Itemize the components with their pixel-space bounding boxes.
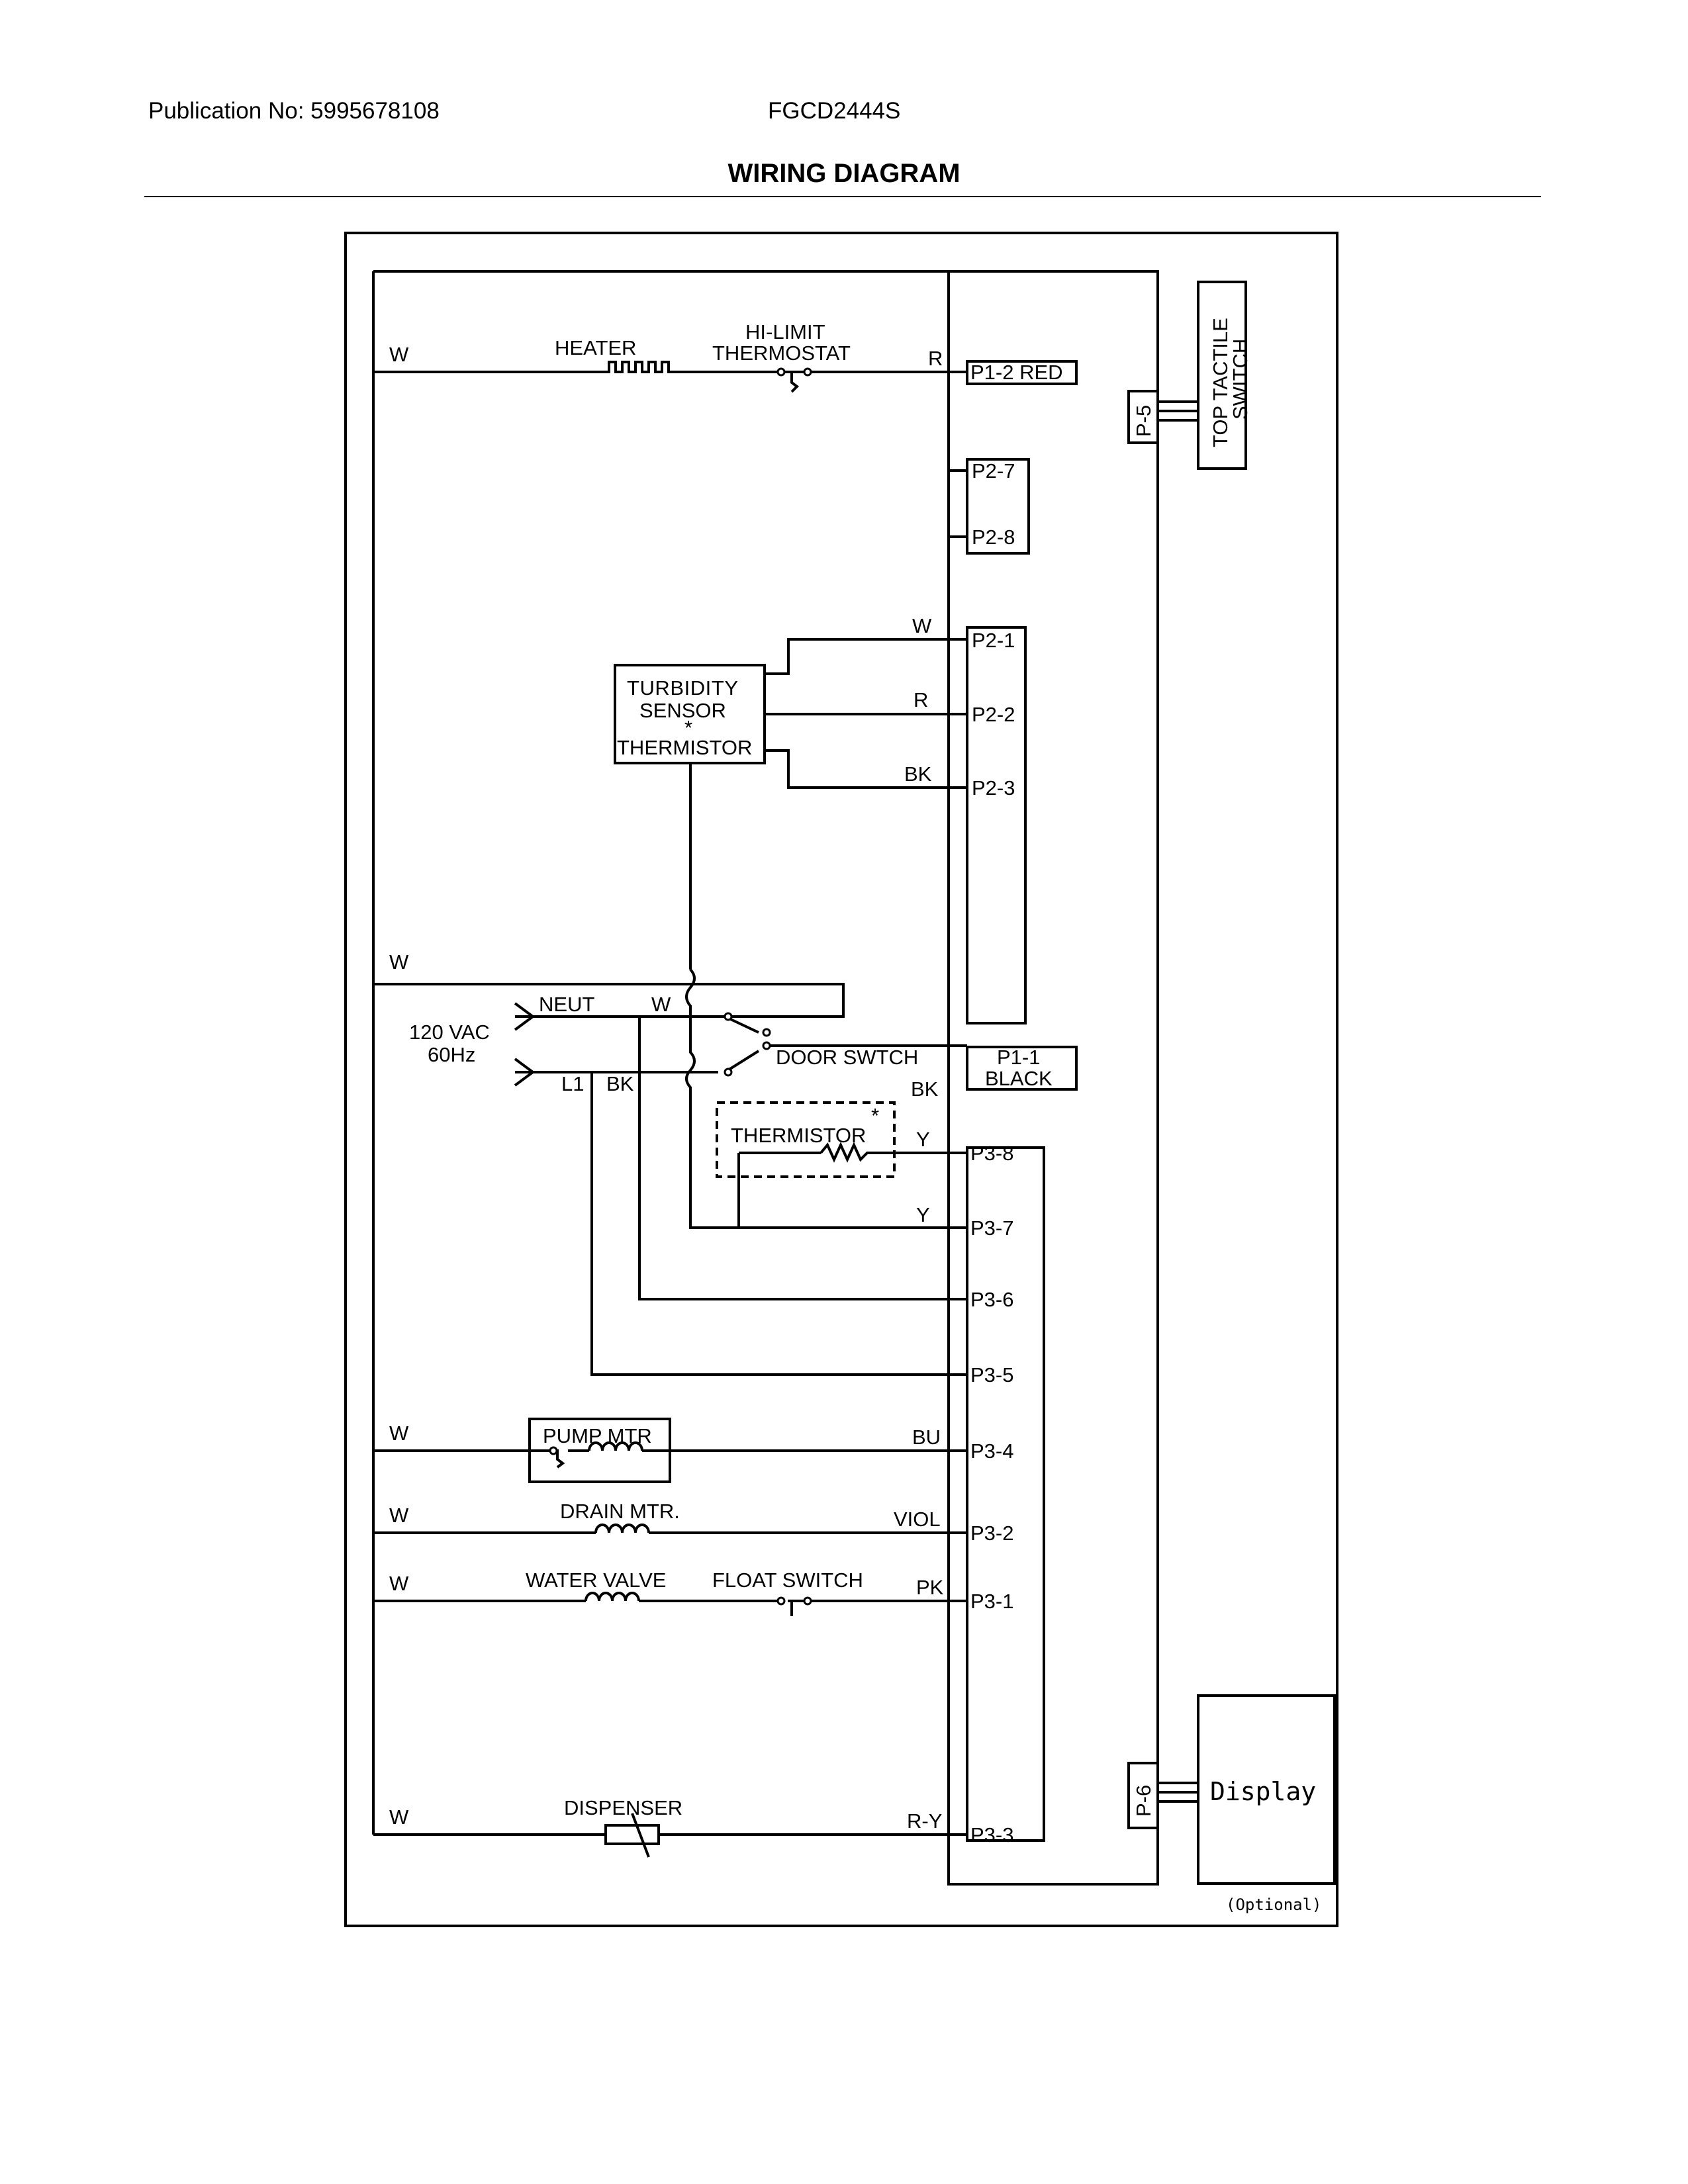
p1-1-black-label: BLACK xyxy=(985,1067,1053,1090)
header-rule xyxy=(144,196,1541,197)
p2-connector xyxy=(966,626,1027,1024)
p2-2-label: P2-2 xyxy=(972,703,1015,726)
p1-1-label: P1-1 xyxy=(997,1046,1040,1069)
outer-frame xyxy=(344,232,1338,1927)
thermostat-label: THERMOSTAT xyxy=(712,341,851,365)
label-w-switch: W xyxy=(651,993,671,1016)
p3-connector xyxy=(966,1146,1045,1842)
heater-label: HEATER xyxy=(555,336,636,359)
publication-number: Publication No: 5995678108 xyxy=(148,98,440,124)
heater-element xyxy=(602,361,677,373)
turbidity-thermistor-label: THERMISTOR xyxy=(617,736,752,759)
top-tactile-switch-box xyxy=(1197,281,1247,470)
p2-8-label: P2-8 xyxy=(972,525,1015,549)
p5-label: P-5 xyxy=(1132,405,1155,437)
dispenser-element xyxy=(604,1824,660,1845)
label-w-drain: W xyxy=(389,1504,409,1527)
hi-limit-label: HI-LIMIT xyxy=(745,320,825,343)
p1-2-label: P1-2 RED xyxy=(970,361,1063,384)
p1-2-connector xyxy=(966,360,1078,385)
thermistor-box xyxy=(716,1101,896,1178)
p3-3-label: P3-3 xyxy=(970,1823,1013,1846)
switch-label: SWITCH xyxy=(1229,339,1252,420)
sensor-label: SENSOR xyxy=(639,699,726,722)
p3-2-label: P3-2 xyxy=(970,1522,1013,1545)
float-switch-label: FLOAT SWITCH xyxy=(712,1569,863,1592)
label-pk: PK xyxy=(916,1576,944,1599)
p1-1-connector xyxy=(966,1046,1078,1091)
thermistor-label: THERMISTOR xyxy=(731,1124,866,1147)
p6-connector xyxy=(1127,1762,1159,1829)
label-bu: BU xyxy=(912,1426,941,1449)
label-w-p2-1: W xyxy=(912,614,932,637)
p2-7-label: P2-7 xyxy=(972,459,1015,482)
neut-label: NEUT xyxy=(539,993,594,1016)
label-bk-door: BK xyxy=(911,1077,939,1101)
model-number: FGCD2444S xyxy=(768,98,901,124)
display-box xyxy=(1197,1694,1336,1885)
label-viol: VIOL xyxy=(894,1508,941,1531)
control-board-frame xyxy=(947,270,1159,1886)
label-w-dispenser: W xyxy=(389,1805,409,1829)
drain-motor-label: DRAIN MTR. xyxy=(560,1500,680,1523)
p3-8-label: P3-8 xyxy=(970,1142,1013,1165)
label-r-heater: R xyxy=(928,347,943,370)
page-title: WIRING DIAGRAM xyxy=(727,159,961,188)
p3-4-label: P3-4 xyxy=(970,1439,1013,1463)
label-y-p3-7: Y xyxy=(916,1203,930,1226)
neutral-bus xyxy=(373,983,845,1018)
supply-frequency-label: 60Hz xyxy=(428,1043,475,1066)
p2-1-label: P2-1 xyxy=(972,629,1015,652)
door-switch-label: DOOR SWTCH xyxy=(776,1046,918,1069)
p3-5-label: P3-5 xyxy=(970,1363,1013,1387)
p2-7-8-connector xyxy=(966,458,1030,555)
label-bk-p2-3: BK xyxy=(904,762,932,786)
supply-voltage-label: 120 VAC xyxy=(409,1021,490,1044)
label-y-p3-8: Y xyxy=(916,1128,930,1151)
optional-label: (Optional) xyxy=(1226,1895,1322,1914)
p5-connector xyxy=(1127,390,1159,444)
thermistor-star: * xyxy=(871,1104,879,1127)
label-l1: L1 xyxy=(561,1072,584,1095)
pump-motor-label: PUMP MTR xyxy=(543,1424,652,1447)
p6-label: P-6 xyxy=(1132,1785,1155,1817)
dispenser-label: DISPENSER xyxy=(564,1796,682,1819)
p3-1-label: P3-1 xyxy=(970,1590,1013,1613)
display-label: Display xyxy=(1210,1777,1316,1806)
label-ry: R-Y xyxy=(907,1809,942,1833)
p3-6-label: P3-6 xyxy=(970,1288,1013,1311)
top-tactile-label: TOP TACTILE xyxy=(1209,318,1232,447)
turbidity-label: TURBIDITY xyxy=(627,676,738,700)
water-valve-label: WATER VALVE xyxy=(526,1569,666,1592)
label-bk-l1: BK xyxy=(606,1072,634,1095)
p2-3-label: P2-3 xyxy=(972,776,1015,799)
p3-7-label: P3-7 xyxy=(970,1216,1013,1240)
label-r-p2-2: R xyxy=(914,688,928,711)
label-w-pump: W xyxy=(389,1422,409,1445)
label-w-heater: W xyxy=(389,343,409,366)
label-w-valve: W xyxy=(389,1572,409,1595)
label-w-neutral: W xyxy=(389,950,409,974)
turbidity-star: * xyxy=(684,716,692,739)
